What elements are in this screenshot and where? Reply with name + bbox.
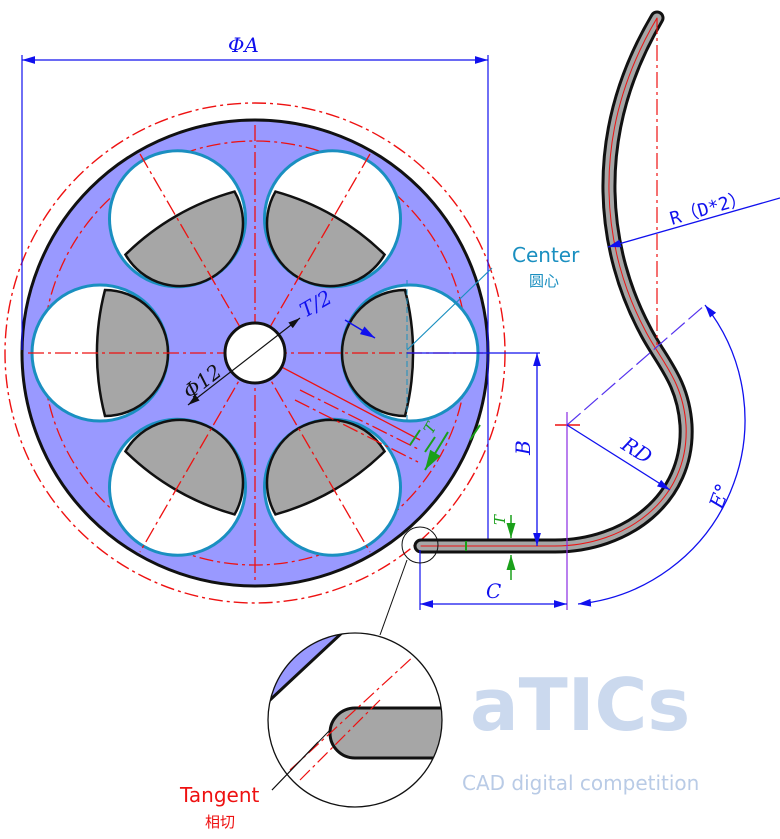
- lune-blade: [265, 418, 387, 516]
- dim-c-label: C: [486, 579, 501, 603]
- radius-r-label: R（D*2）: [668, 188, 750, 230]
- center-label: Center: [512, 243, 580, 267]
- watermark-subtitle: CAD digital competition: [462, 771, 699, 795]
- diameter-a-label: ΦA: [228, 33, 259, 57]
- watermark-logo-text: aTICs: [470, 663, 690, 747]
- dim-b-label: B: [511, 440, 535, 456]
- tangent-label-cn: 相切: [205, 813, 235, 831]
- center-label-cn: 圆心: [529, 272, 559, 290]
- rd-label: RD: [617, 431, 657, 468]
- tangent-label: Tangent: [179, 783, 260, 807]
- thickness-dimension-disc: [409, 424, 481, 471]
- detail-view: [268, 633, 442, 807]
- lune-blade: [95, 288, 170, 418]
- lune-blade: [340, 288, 415, 418]
- lune-blade: [123, 190, 245, 288]
- detail-marker-circle: [401, 526, 439, 564]
- thickness-label-strip: T: [491, 514, 509, 525]
- angle-e-label: E°: [704, 480, 735, 512]
- lune-blade: [123, 418, 245, 516]
- lune-blade: [265, 190, 387, 288]
